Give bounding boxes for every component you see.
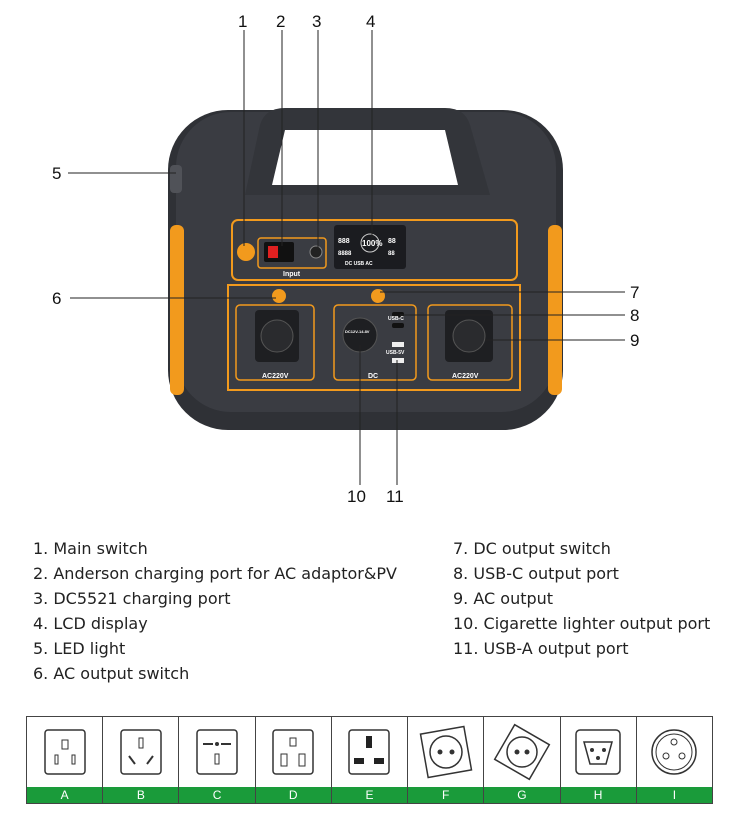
socket-type-f: F — [408, 717, 485, 803]
dc-output-switch[interactable] — [371, 289, 385, 303]
legend-item: 7. DC output switch — [453, 539, 611, 558]
callout-lines — [68, 30, 625, 485]
legend-item: 5. LED light — [33, 639, 126, 658]
socket-type-e: E — [331, 717, 409, 803]
socket-i-icon — [651, 729, 698, 775]
usb-c-port-1 — [392, 312, 404, 317]
callout-10: 10 — [347, 487, 366, 506]
socket-a-icon — [43, 729, 86, 775]
svg-text:88: 88 — [388, 251, 395, 257]
svg-text:DC: DC — [368, 373, 378, 380]
socket-type-h: H — [560, 717, 637, 803]
socket-b-icon — [120, 729, 162, 775]
callout-8: 8 — [630, 306, 639, 325]
power-station-diagram: Input 888 8888 100% 88 88 DC USB AC AC22… — [52, 12, 639, 506]
svg-text:AC220V: AC220V — [262, 373, 289, 380]
legend-item: 6. AC output switch — [33, 664, 190, 683]
output-panel: AC220V DC12V-14.8V USB-C USB-5V DC AC220… — [227, 284, 521, 391]
dc5521-port — [309, 245, 323, 259]
legend-item: 4. LCD display — [33, 614, 148, 633]
legend-left: 1. Main switch 2. Anderson charging port… — [33, 536, 397, 686]
legend-item: 1. Main switch — [33, 539, 148, 558]
socket-type-g: G — [484, 717, 561, 803]
svg-text:888: 888 — [338, 238, 350, 245]
svg-text:USB-5V: USB-5V — [386, 350, 405, 356]
input-label: Input — [283, 271, 301, 278]
svg-text:DC USB AC: DC USB AC — [345, 261, 373, 267]
input-panel: Input 888 8888 100% 88 88 DC USB AC — [231, 219, 518, 281]
legend-item: 8. USB-C output port — [453, 564, 619, 583]
callout-1: 1 — [238, 12, 247, 31]
lcd-display — [334, 225, 406, 269]
callout-numbers: 1 2 3 4 5 6 7 8 9 10 11 — [52, 12, 639, 506]
svg-text:DC12V-14.8V: DC12V-14.8V — [345, 329, 370, 334]
usb-a-port-1 — [392, 342, 404, 347]
svg-text:100%: 100% — [362, 239, 382, 248]
svg-text:8888: 8888 — [338, 251, 352, 257]
callout-4: 4 — [366, 12, 375, 31]
socket-g-icon — [493, 723, 551, 781]
socket-type-strip: A B C D E F G H I — [26, 716, 713, 804]
socket-type-d: D — [255, 717, 332, 803]
main-switch[interactable] — [237, 243, 255, 261]
ac-output-switch[interactable] — [272, 289, 286, 303]
usb-a-port-2 — [392, 358, 404, 363]
socket-h-icon — [575, 729, 621, 775]
socket-type-i: I — [636, 717, 712, 803]
legend-item: 10. Cigarette lighter output port — [453, 614, 711, 633]
callout-2: 2 — [276, 12, 285, 31]
socket-c-icon — [196, 729, 238, 775]
callout-6: 6 — [52, 289, 61, 308]
usb-c-port-2 — [392, 323, 404, 328]
svg-text:88: 88 — [388, 238, 396, 245]
callout-11: 11 — [386, 487, 404, 506]
callout-7: 7 — [630, 283, 639, 302]
callout-5: 5 — [52, 164, 61, 183]
socket-f-icon — [419, 725, 473, 779]
socket-type-c: C — [179, 717, 256, 803]
socket-e-icon — [348, 729, 391, 775]
callout-9: 9 — [630, 331, 639, 350]
legend-item: 9. AC output — [453, 589, 554, 608]
legend-item: 11. USB-A output port — [453, 639, 629, 658]
legend-right: 7. DC output switch 8. USB-C output port… — [453, 536, 710, 661]
callout-3: 3 — [312, 12, 321, 31]
legend-item: 2. Anderson charging port for AC adaptor… — [33, 564, 397, 583]
socket-type-a: A — [27, 717, 104, 803]
svg-text:USB-C: USB-C — [388, 316, 404, 322]
legend-item: 3. DC5521 charging port — [33, 589, 231, 608]
socket-type-b: B — [103, 717, 180, 803]
svg-text:AC220V: AC220V — [452, 373, 479, 380]
socket-d-icon — [272, 729, 315, 775]
